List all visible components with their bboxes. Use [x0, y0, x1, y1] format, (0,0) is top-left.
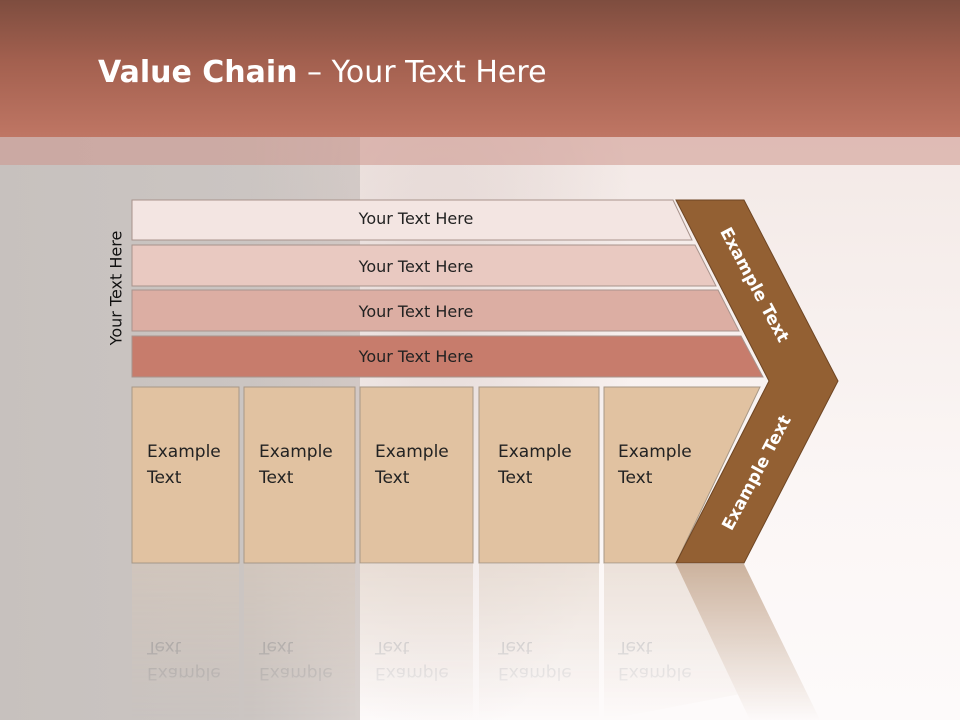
- box-3: [359, 386, 474, 564]
- box-3-label: Example Text: [375, 442, 449, 488]
- reflection-shapes: [132, 564, 820, 720]
- slide-title-rest: – Your Text Here: [297, 55, 547, 90]
- slide-title: Value Chain – Your Text Here: [98, 55, 547, 90]
- bar-4: [131, 335, 764, 378]
- title-stripe: [0, 137, 960, 165]
- box-4-label: Example Text: [498, 442, 572, 488]
- slide-title-bold: Value Chain: [98, 55, 298, 90]
- bar-3-label: Your Text Here: [358, 302, 474, 321]
- bar-1: [131, 199, 693, 241]
- box-1-reflection: Example Text: [147, 637, 221, 683]
- box-2-reflection: Example Text: [259, 637, 333, 683]
- box-5-label: Example Text: [618, 442, 692, 488]
- box-5-reflection: Example Text: [618, 637, 692, 683]
- bar-2-label: Your Text Here: [358, 257, 474, 276]
- bar-4-label: Your Text Here: [358, 347, 474, 366]
- box-2-label: Example Text: [259, 442, 333, 488]
- diagram-reflection: Example Text Example Text Example Text E…: [0, 564, 960, 720]
- bar-3: [131, 289, 740, 332]
- box-4-reflection: Example Text: [498, 637, 572, 683]
- box-1: [131, 386, 240, 564]
- box-4: [478, 386, 600, 564]
- title-bar: [0, 0, 960, 137]
- chevron-arrow: [675, 199, 839, 564]
- box-2: [243, 386, 356, 564]
- bar-1-label: Your Text Here: [358, 209, 474, 228]
- box-1-label: Example Text: [147, 442, 221, 488]
- box-3-reflection: Example Text: [375, 637, 449, 683]
- bar-2: [131, 244, 717, 287]
